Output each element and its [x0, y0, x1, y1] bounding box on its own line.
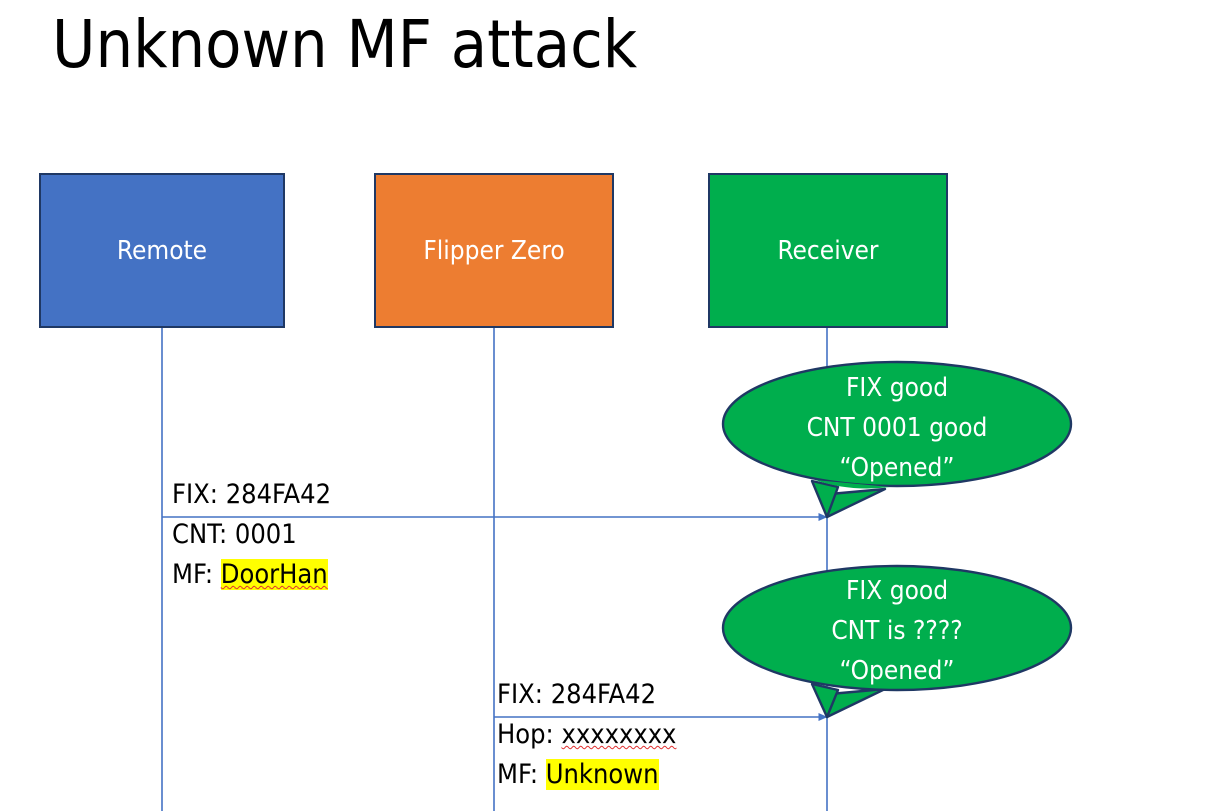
message-label-2: FIX: 284FA42 Hop: xxxxxxxx MF: Unknown: [497, 675, 676, 795]
message-1-mf-label: MF:: [172, 559, 214, 590]
actor-box-flipper-zero[interactable]: Flipper Zero: [374, 173, 614, 328]
message-1-line-fix: FIX: 284FA42: [172, 475, 331, 515]
message-2-mf-value: Unknown: [545, 759, 659, 790]
message-2-fix-value: 284FA42: [550, 679, 657, 710]
message-2-mf-label: MF:: [497, 759, 539, 790]
message-1-line-mf: MF: DoorHan: [172, 555, 331, 595]
actor-label-remote: Remote: [116, 235, 208, 266]
message-label-1: FIX: 284FA42 CNT: 0001 MF: DoorHan: [172, 475, 331, 595]
message-1-fix-value: 284FA42: [225, 479, 332, 510]
callout-bubble-1: [721, 360, 1073, 519]
message-1-fix-label: FIX:: [172, 479, 218, 510]
actor-box-receiver[interactable]: Receiver: [708, 173, 948, 328]
actor-box-remote[interactable]: Remote: [39, 173, 285, 328]
message-2-line-fix: FIX: 284FA42: [497, 675, 676, 715]
message-2-line-mf: MF: Unknown: [497, 755, 676, 795]
message-1-cnt-value: 0001: [234, 519, 297, 550]
message-1-line-cnt: CNT: 0001: [172, 515, 331, 555]
actor-label-receiver: Receiver: [777, 235, 879, 266]
message-2-fix-label: FIX:: [497, 679, 543, 710]
message-1-cnt-label: CNT:: [172, 519, 228, 550]
actor-label-flipper-zero: Flipper Zero: [423, 235, 565, 266]
message-2-hop-value: xxxxxxxx: [561, 719, 677, 750]
callout-bubble-2: [721, 564, 1073, 719]
message-2-hop-label: Hop:: [497, 719, 554, 750]
message-2-line-hop: Hop: xxxxxxxx: [497, 715, 676, 755]
page-title: Unknown MF attack: [52, 6, 638, 83]
message-1-mf-value: DoorHan: [220, 559, 328, 590]
